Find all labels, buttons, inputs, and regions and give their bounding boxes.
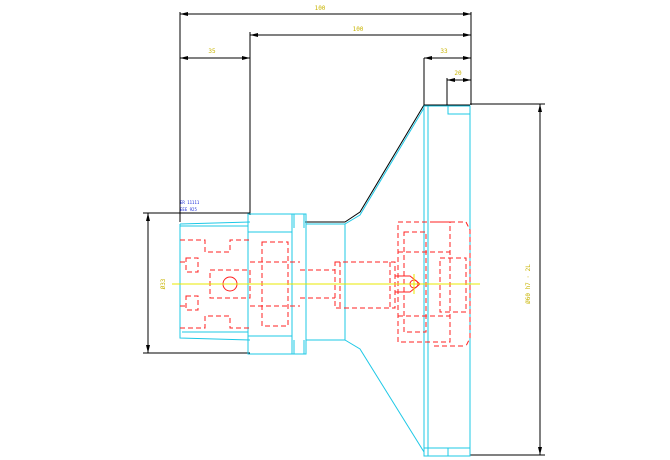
dim-right-long: 100 <box>353 26 364 33</box>
hidden-lines-red <box>180 221 471 347</box>
dimension-arrows <box>146 12 542 455</box>
dimension-lines <box>143 12 545 456</box>
note-line-2: EEE 925 <box>180 207 197 212</box>
note-line-1: ER 11111 <box>180 200 200 205</box>
dim-overall: 100 <box>315 5 326 12</box>
dim-right-short: 33 <box>440 48 448 55</box>
body-outline <box>305 104 470 223</box>
dim-small: 20 <box>454 70 462 77</box>
centerline <box>172 274 480 294</box>
dim-left-diameter: Ø33 <box>160 278 167 289</box>
dim-left-short: 35 <box>208 48 216 55</box>
dim-right-diameter: Ø60 h7 · 2L <box>525 264 532 304</box>
